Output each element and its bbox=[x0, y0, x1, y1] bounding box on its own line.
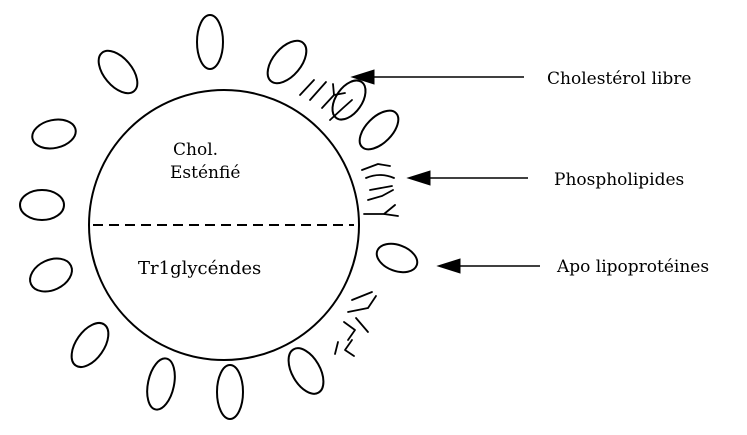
apolipoprotein-oval bbox=[25, 252, 78, 298]
label-apolipoproteins: Apo lipoprotéines bbox=[556, 257, 709, 277]
apolipoprotein-oval bbox=[30, 116, 79, 153]
phospholipid-molecule bbox=[344, 322, 355, 340]
apolipoprotein-oval bbox=[20, 190, 64, 220]
apolipoprotein-oval bbox=[64, 316, 116, 373]
core-upper-label-line2: Esténfié bbox=[170, 163, 240, 183]
arrowhead-apolipoproteins bbox=[438, 259, 460, 273]
phospholipid-molecule bbox=[335, 342, 338, 354]
apolipoprotein-oval bbox=[217, 365, 243, 419]
phospholipid-molecule bbox=[352, 292, 372, 300]
phospholipid-molecule bbox=[368, 190, 393, 200]
apolipoprotein-oval bbox=[91, 44, 145, 100]
phospholipid-molecule bbox=[348, 296, 376, 312]
core-lower-label: Tr1glycéndes bbox=[138, 258, 261, 279]
phospholipid-molecule bbox=[364, 205, 398, 216]
apolipoprotein-oval bbox=[260, 34, 314, 90]
phospholipid-molecule bbox=[370, 186, 392, 190]
label-free-cholesterol: Cholestérol libre bbox=[547, 69, 691, 89]
apolipoprotein-oval bbox=[197, 15, 223, 69]
phospholipid-molecule bbox=[362, 164, 390, 170]
apolipoprotein-oval bbox=[281, 342, 330, 399]
free-cholesterol-molecule bbox=[300, 80, 314, 95]
label-phospholipids: Phospholipides bbox=[554, 170, 684, 190]
phospholipid-molecule bbox=[356, 318, 368, 332]
free-cholesterol-molecule bbox=[310, 82, 326, 100]
core-upper-label-line1: Chol. bbox=[173, 140, 218, 160]
lipid-molecules bbox=[300, 80, 398, 356]
arrowhead-phospholipids bbox=[408, 171, 430, 185]
apolipoprotein-oval bbox=[373, 239, 421, 278]
phospholipid-molecule bbox=[366, 175, 394, 178]
apolipoprotein-oval bbox=[143, 356, 179, 412]
arrows bbox=[352, 70, 540, 273]
phospholipid-molecule bbox=[345, 340, 354, 356]
apolipoprotein-oval bbox=[353, 104, 405, 156]
